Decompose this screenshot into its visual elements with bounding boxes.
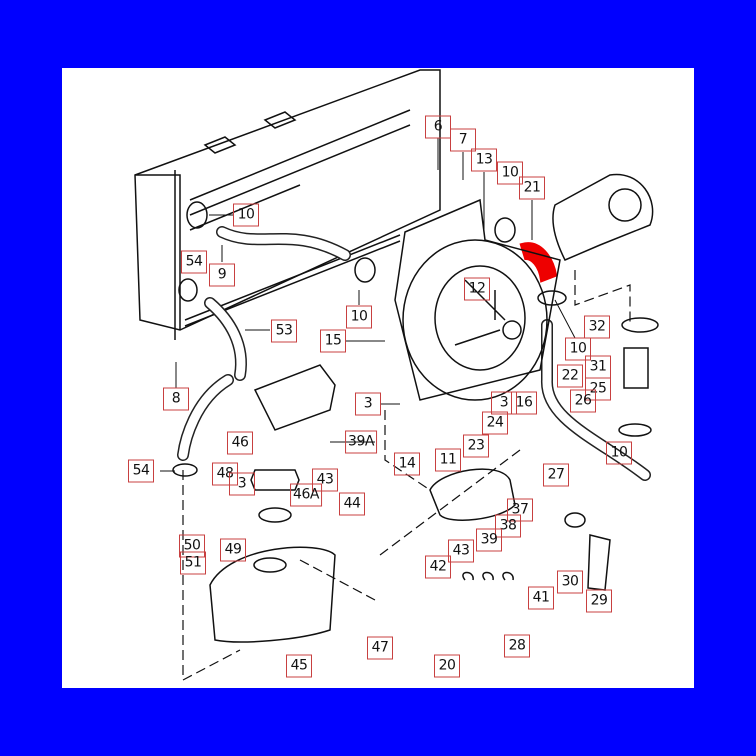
part-label[interactable]: 3 <box>491 391 517 415</box>
part-label[interactable]: 30 <box>557 570 583 594</box>
part-label[interactable]: 26 <box>570 389 596 413</box>
part-label[interactable]: 38 <box>495 514 521 538</box>
part-label[interactable]: 49 <box>220 538 246 562</box>
part-label[interactable]: 20 <box>434 654 460 678</box>
part-label[interactable]: 23 <box>463 434 489 458</box>
part-label[interactable]: 9 <box>209 263 235 287</box>
part-label[interactable]: 10 <box>233 203 259 227</box>
dash-lines <box>182 270 631 681</box>
part-label[interactable]: 44 <box>339 492 365 516</box>
part-label[interactable]: 12 <box>464 277 490 301</box>
part-label[interactable]: 11 <box>435 448 461 472</box>
part-label[interactable]: 47 <box>367 636 393 660</box>
part-label[interactable]: 54 <box>128 459 154 483</box>
part-label[interactable]: 39A <box>345 430 377 454</box>
part-label[interactable]: 50 <box>179 534 205 558</box>
part-label[interactable]: 10 <box>497 161 523 185</box>
part-label[interactable]: 46A <box>290 483 322 507</box>
part-label[interactable]: 3 <box>355 392 381 416</box>
part-label[interactable]: 8 <box>163 387 189 411</box>
filter-31 <box>623 347 649 389</box>
part-label[interactable]: 39 <box>476 528 502 552</box>
part-label[interactable]: 31 <box>585 355 611 379</box>
part-label[interactable]: 3 <box>229 472 255 496</box>
part-label[interactable]: 51 <box>180 551 206 575</box>
part-label[interactable]: 13 <box>471 148 497 172</box>
part-label[interactable]: 10 <box>606 441 632 465</box>
clamps <box>172 201 659 581</box>
parts-diagram: 10 54 9 53 10 15 8 6 7 13 10 21 12 32 10… <box>62 68 694 688</box>
part-label[interactable]: 32 <box>584 315 610 339</box>
part-label[interactable]: 43 <box>448 539 474 563</box>
leader-lines <box>160 138 576 472</box>
water-pump <box>552 173 654 261</box>
part-label[interactable]: 16 <box>511 391 537 415</box>
expansion-tank <box>209 546 336 643</box>
highlighted-hose-21[interactable] <box>519 242 558 283</box>
part-label[interactable]: 27 <box>543 463 569 487</box>
part-label[interactable]: 46 <box>227 431 253 455</box>
part-label[interactable]: 41 <box>528 586 554 610</box>
part-label[interactable]: 42 <box>425 555 451 579</box>
part-label[interactable]: 29 <box>586 589 612 613</box>
part-label[interactable]: 28 <box>504 634 530 658</box>
callout-labels: 10 54 9 53 10 15 8 6 7 13 10 21 12 32 10… <box>62 68 694 688</box>
thermostat-housing <box>253 364 336 431</box>
part-label[interactable]: 45 <box>286 654 312 678</box>
part-label[interactable]: 14 <box>394 452 420 476</box>
part-label[interactable]: 10 <box>346 305 372 329</box>
cap-46 <box>250 469 300 523</box>
part-label[interactable]: 21 <box>519 176 545 200</box>
part-label[interactable]: 7 <box>450 128 476 152</box>
fan-motor <box>429 468 516 521</box>
hoses-fill <box>178 227 650 480</box>
fan-cowl <box>394 198 561 401</box>
part-label[interactable]: 54 <box>181 250 207 274</box>
diagram-artwork <box>134 69 659 681</box>
part-label[interactable]: 10 <box>565 337 591 361</box>
part-label[interactable]: 24 <box>482 411 508 435</box>
part-label[interactable]: 6 <box>425 115 451 139</box>
part-label[interactable]: 15 <box>320 329 346 353</box>
part-label[interactable]: 22 <box>557 364 583 388</box>
part-label[interactable]: 53 <box>271 319 297 343</box>
part-label[interactable]: 25 <box>585 377 611 401</box>
